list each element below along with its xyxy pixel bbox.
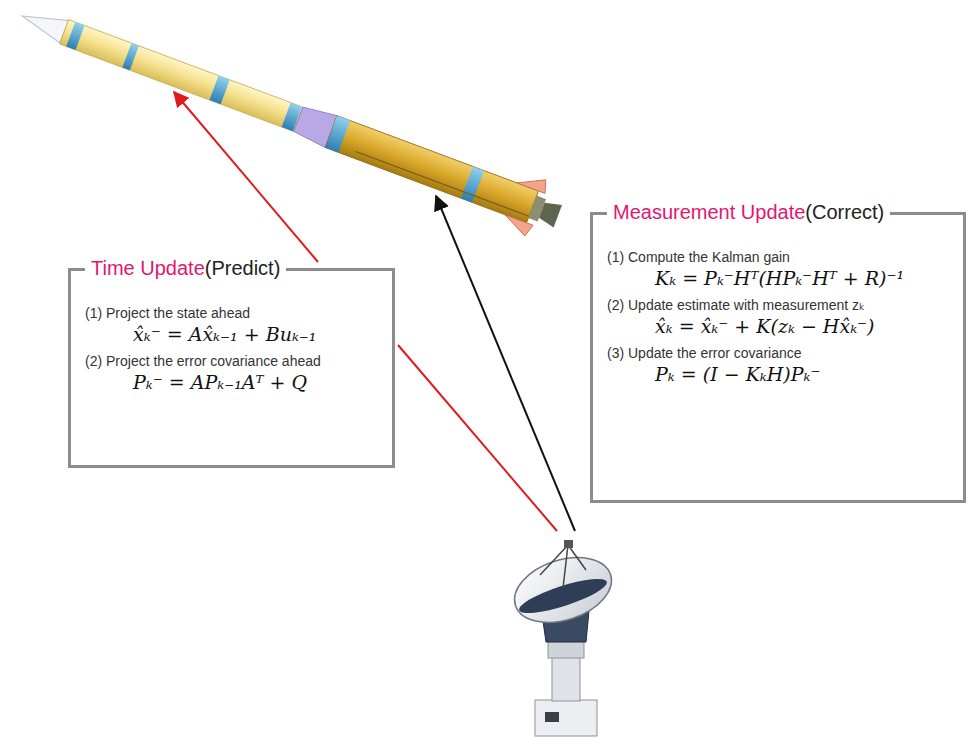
- box-heading: Measurement Update(Correct): [607, 201, 890, 224]
- update-box: Time Update(Predict)(1) Project the stat…: [68, 268, 395, 468]
- heading-mode: (Predict): [205, 257, 281, 279]
- step-label: (1) Compute the Kalman gain: [607, 249, 949, 265]
- formula: Pₖ⁻ = APₖ₋₁Aᵀ + Q: [85, 371, 378, 393]
- formula: x̂ₖ = x̂ₖ⁻ + K(zₖ − Hx̂ₖ⁻): [607, 315, 949, 337]
- heading-mode: (Correct): [805, 201, 884, 223]
- formula: Pₖ = (I − KₖH)Pₖ⁻: [607, 363, 949, 385]
- step-label: (2) Update estimate with measurement zₖ: [607, 297, 949, 313]
- step-label: (2) Project the error covariance ahead: [85, 353, 378, 369]
- formula: Kₖ = Pₖ⁻Hᵀ(HPₖ⁻Hᵀ + R)⁻¹: [607, 267, 949, 289]
- update-box: Measurement Update(Correct)(1) Compute t…: [590, 212, 966, 503]
- rocket: [11, 0, 568, 244]
- step-label: (3) Update the error covariance: [607, 345, 949, 361]
- predict-arrow: [174, 92, 318, 262]
- measure-arrow: [436, 196, 575, 531]
- heading-title: Measurement Update: [613, 201, 805, 223]
- predict-link: [398, 345, 557, 531]
- step-label: (1) Project the state ahead: [85, 305, 378, 321]
- formula: x̂ₖ⁻ = Ax̂ₖ₋₁ + Buₖ₋₁: [85, 323, 378, 345]
- heading-title: Time Update: [91, 257, 205, 279]
- radar-antenna: [506, 540, 620, 736]
- box-heading: Time Update(Predict): [85, 257, 286, 280]
